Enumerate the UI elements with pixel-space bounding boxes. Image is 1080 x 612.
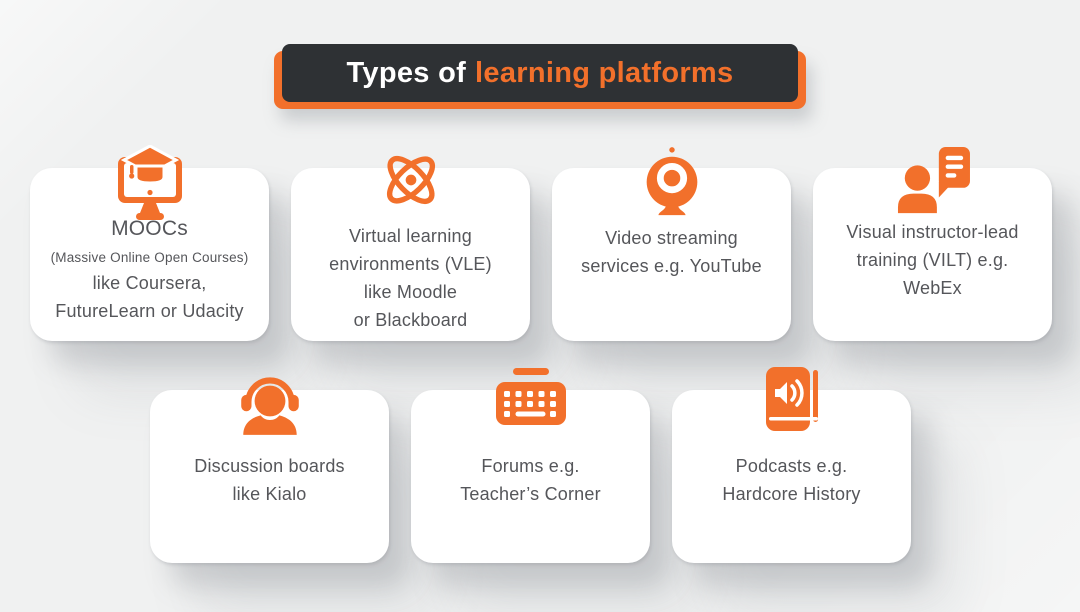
keyboard-icon: [492, 367, 570, 427]
card-line: Hardcore History: [722, 484, 861, 504]
card-line: services e.g. YouTube: [581, 256, 762, 276]
card-video-streaming: Video streaming services e.g. YouTube: [552, 147, 791, 341]
monitor-graduation-cap-icon: [111, 144, 189, 225]
card-line: Visual instructor-lead: [846, 222, 1019, 242]
card-line: WebEx: [903, 278, 962, 298]
card-discussion-boards-text: Discussion boards like Kialo: [158, 390, 381, 508]
presenter-speech-card-icon: [890, 145, 976, 217]
webcam-icon: [636, 145, 708, 221]
card-forums-text: Forums e.g. Teacher’s Corner: [419, 390, 642, 508]
card-line: Virtual learning: [349, 226, 472, 246]
card-line: Discussion boards: [194, 456, 345, 476]
card-line: Forums e.g.: [481, 456, 580, 476]
card-discussion-boards: Discussion boards like Kialo: [150, 377, 389, 563]
card-line: Video streaming: [605, 228, 738, 248]
card-line: like Kialo: [232, 484, 307, 504]
card-line: Podcasts e.g.: [735, 456, 848, 476]
page-title: Types of learning platforms: [282, 44, 798, 102]
card-line: environments (VLE): [329, 254, 492, 274]
card-vle-text: Virtual learning environments (VLE) like…: [299, 168, 522, 334]
card-vilt: Visual instructor-lead training (VILT) e…: [813, 146, 1052, 341]
card-line: like Coursera,: [92, 273, 207, 293]
card-subtitle: (Massive Online Open Courses): [50, 250, 249, 265]
page-title-highlight: learning platforms: [475, 56, 734, 89]
card-line: or Blackboard: [353, 310, 468, 330]
card-line: Teacher’s Corner: [460, 484, 601, 504]
audiobook-speaker-icon: [760, 367, 824, 439]
card-moocs: MOOCs (Massive Online Open Courses) like…: [30, 144, 269, 341]
card-video-streaming-text: Video streaming services e.g. YouTube: [560, 168, 783, 280]
card-row-top: MOOCs (Massive Online Open Courses) like…: [30, 144, 1052, 341]
card-line: training (VILT) e.g.: [856, 250, 1009, 270]
card-moocs-text: MOOCs (Massive Online Open Courses) like…: [38, 168, 261, 325]
card-line: FutureLearn or Udacity: [55, 301, 244, 321]
card-podcasts: Podcasts e.g. Hardcore History: [672, 367, 911, 563]
page-title-prefix: Types of: [346, 56, 467, 89]
card-line: like Moodle: [363, 282, 458, 302]
card-vle: Virtual learning environments (VLE) like…: [291, 156, 530, 341]
title-banner: Types of learning platforms: [274, 44, 806, 109]
headset-person-icon: [233, 367, 307, 435]
atom-icon: [376, 145, 446, 215]
card-vilt-text: Visual instructor-lead training (VILT) e…: [821, 168, 1044, 302]
card-title: MOOCs: [111, 217, 188, 240]
card-podcasts-text: Podcasts e.g. Hardcore History: [680, 390, 903, 508]
card-forums: Forums e.g. Teacher’s Corner: [411, 368, 650, 563]
card-row-bottom: Discussion boards like Kialo: [150, 367, 911, 563]
